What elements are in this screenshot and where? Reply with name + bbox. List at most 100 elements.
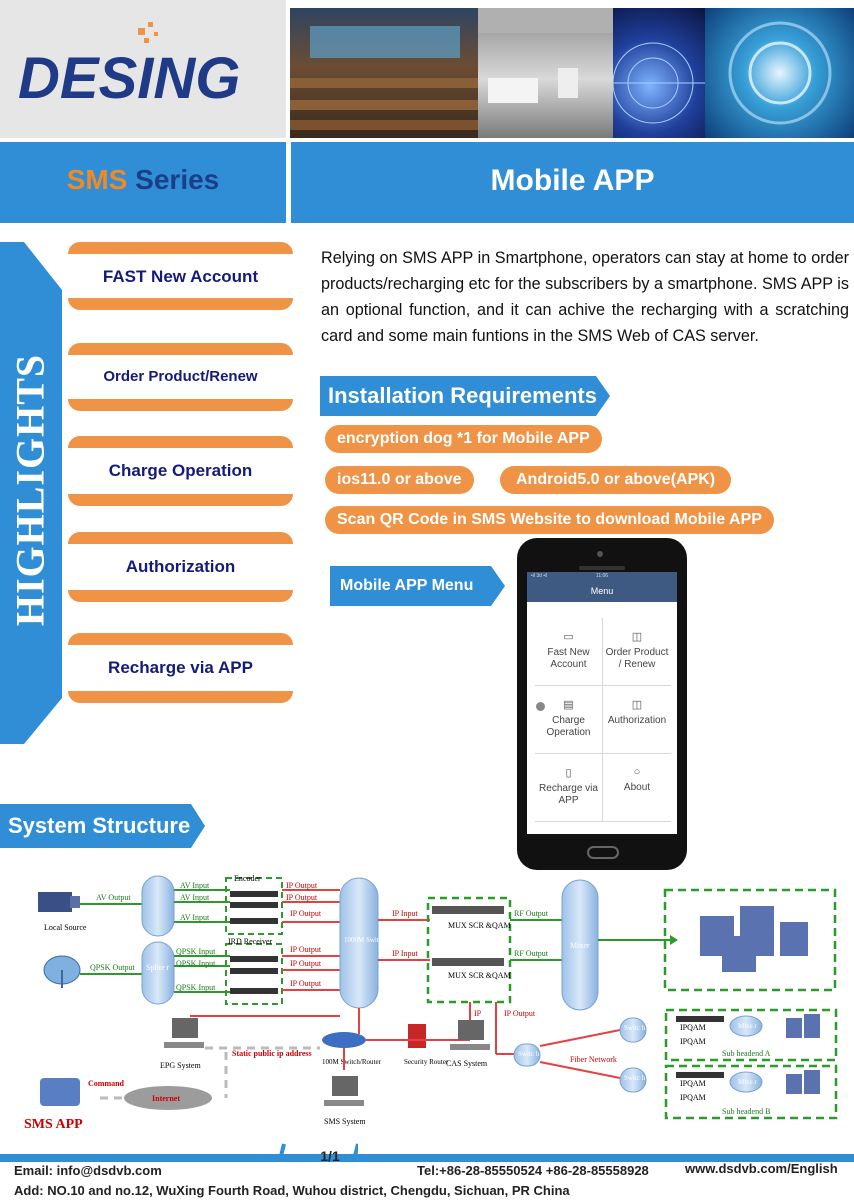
status-bar: •il 3d •il (531, 573, 548, 579)
logo-panel: DESING (0, 0, 286, 138)
menu-item-recharge[interactable]: ▯ Recharge via APP (535, 754, 603, 822)
svg-text:QPSK Output: QPSK Output (90, 963, 135, 972)
system-heading: System Structure (0, 804, 205, 848)
highlights-banner (0, 242, 62, 744)
page-title: Mobile APP (490, 164, 655, 197)
highlights-label: HIGHLIGHTS (7, 353, 53, 627)
computer-icon (164, 1018, 204, 1048)
highlight-label: Order Product/Renew (103, 368, 258, 385)
logo-text: DESING (18, 46, 240, 111)
svg-text:IP Output: IP Output (290, 959, 322, 968)
svg-text:SMS APP: SMS APP (24, 1117, 83, 1132)
svg-text:QPSK Input: QPSK Input (176, 959, 216, 968)
svg-text:Sub headend B: Sub headend B (722, 1107, 770, 1116)
svg-text:Command: Command (88, 1079, 125, 1088)
svg-text:Switc h: Switc h (518, 1050, 540, 1058)
svg-text:EPG System: EPG System (160, 1061, 201, 1070)
svg-text:IP Input: IP Input (392, 949, 418, 958)
menu-item-authorization[interactable]: ◫ Authorization (603, 686, 671, 754)
touch-indicator (536, 702, 545, 711)
highlight-label: FAST New Account (102, 267, 259, 286)
svg-text:Security Router: Security Router (404, 1058, 449, 1066)
svg-text:CAS System: CAS System (446, 1059, 488, 1068)
desing-logo: DESING (18, 22, 240, 111)
speaker-grill (579, 566, 625, 570)
system-diagram: Local Source AV Output QPSK Output Split… (24, 874, 838, 1132)
svg-text:AV Input: AV Input (180, 893, 210, 902)
footer-phone: Tel:+86-28-85550524 +86-28-85558928 (417, 1163, 649, 1178)
tech-photo (613, 8, 705, 138)
highlight-card: Order Product/Renew (68, 343, 293, 411)
svg-text:IPQAM: IPQAM (680, 1079, 706, 1088)
requirement-pill: encryption dog *1 for Mobile APP (325, 425, 602, 453)
svg-text:IP Input: IP Input (392, 909, 418, 918)
svg-text:QPSK Input: QPSK Input (176, 983, 216, 992)
menu-item-order-product[interactable]: ◫ Order Product / Renew (603, 618, 671, 686)
footer-email[interactable]: Email: info@dsdvb.com (14, 1163, 162, 1178)
svg-text:IP Output: IP Output (290, 945, 322, 954)
camera-icon (597, 551, 603, 557)
footer-website[interactable]: www.dsdvb.com/English (685, 1161, 838, 1176)
phone-screen: •il 3d •il 11:06 Menu ▭ Fast New Account… (527, 572, 677, 834)
svg-text:MUX SCR &QAM: MUX SCR &QAM (448, 921, 511, 930)
svg-text:Local Source: Local Source (44, 923, 87, 932)
svg-text:Internet: Internet (152, 1094, 180, 1103)
title-bar (291, 142, 854, 223)
user-icon: ○ (633, 766, 641, 778)
svg-text:AV Input: AV Input (180, 913, 210, 922)
requirement-pill: Scan QR Code in SMS Website to download … (325, 506, 774, 534)
app-header: •il 3d •il 11:06 Menu (527, 572, 677, 602)
control-room-photo (290, 8, 478, 138)
highlight-card: FAST New Account (68, 242, 293, 310)
series-bar (0, 142, 286, 223)
page-number: 1/1 (320, 1148, 340, 1164)
page-bracket (278, 1143, 358, 1162)
svg-text:RF Output: RF Output (514, 909, 549, 918)
intro-paragraph: Relying on SMS APP in Smartphone, operat… (321, 249, 849, 345)
requirement-pill: ios11.0 or above (325, 466, 474, 494)
menu-item-about[interactable]: ○ About (603, 754, 671, 822)
buildings-icon (786, 1070, 820, 1094)
app-title: Menu (590, 586, 614, 596)
svg-text:Switc h: Switc h (624, 1024, 646, 1032)
svg-text:IPQAM: IPQAM (680, 1023, 706, 1032)
svg-text:Mixe r: Mixe r (738, 1078, 758, 1086)
svg-text:IP Output: IP Output (290, 909, 322, 918)
buildings-icon (700, 906, 808, 972)
svg-text:MUX SCR &QAM: MUX SCR &QAM (448, 971, 511, 980)
svg-text:IPQAM: IPQAM (680, 1093, 706, 1102)
computer-icon (324, 1076, 364, 1106)
highlight-card: Recharge via APP (68, 633, 293, 703)
requirement-pill: Android5.0 or above(APK) (500, 466, 732, 494)
svg-text:IP Output: IP Output (286, 893, 318, 902)
svg-text:Encoder: Encoder (234, 874, 261, 883)
highlight-card: Authorization (68, 532, 293, 602)
svg-text:100M Switch/Router: 100M Switch/Router (322, 1058, 382, 1066)
header-photos (290, 8, 854, 138)
svg-text:SMS System: SMS System (324, 1117, 366, 1126)
buildings-icon (786, 1014, 820, 1038)
footer-bar (0, 1154, 854, 1162)
home-button[interactable] (587, 846, 619, 859)
receipt-icon: ▤ (563, 699, 574, 711)
svg-text:Static public ip address: Static public ip address (232, 1049, 312, 1058)
menu-item-charge[interactable]: ▤ Charge Operation (535, 686, 603, 754)
menu-item-new-account[interactable]: ▭ Fast New Account (535, 618, 603, 686)
phone-icon: ▯ (565, 767, 572, 779)
key-icon: ◫ (631, 699, 643, 711)
svg-text:RF Output: RF Output (514, 949, 549, 958)
card-icon: ▭ (563, 631, 574, 643)
app-menu-heading: Mobile APP Menu (330, 566, 505, 606)
svg-text:Mixe r: Mixe r (738, 1022, 758, 1030)
data-tunnel-photo (705, 8, 854, 138)
cloud-icon (124, 1086, 212, 1110)
svg-text:IRD Receiver: IRD Receiver (228, 937, 273, 946)
svg-text:Splite r: Splite r (146, 963, 170, 972)
svg-text:Mixer: Mixer (570, 941, 590, 950)
office-photo (478, 8, 613, 138)
svg-text:Switc h: Switc h (624, 1074, 646, 1082)
router-icon (322, 1032, 366, 1048)
svg-text:Fiber Network: Fiber Network (570, 1055, 617, 1064)
svg-text:AV Input: AV Input (180, 881, 210, 890)
camera-icon (38, 892, 80, 912)
